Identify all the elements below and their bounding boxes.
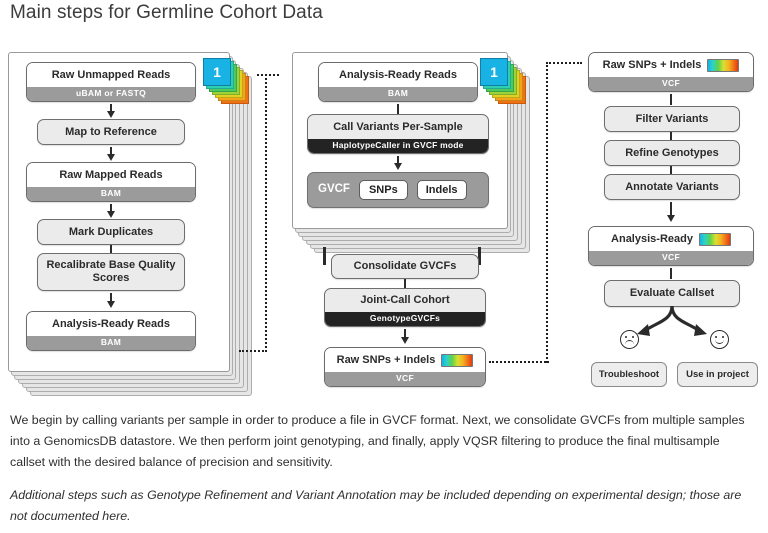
node-mark-duplicates[interactable]: Mark Duplicates [37, 219, 185, 245]
body-paragraph-1: We begin by calling variants per sample … [10, 413, 745, 469]
stub-c2-4 [404, 279, 407, 288]
node-tool-name: HaplotypeCaller in GVCF mode [308, 139, 488, 153]
dotted-connector-c2-vertical [546, 62, 548, 363]
node-format: VCF [589, 77, 753, 91]
node-title: Call Variants Per-Sample [333, 120, 463, 133]
node-filter-variants[interactable]: Filter Variants [604, 106, 740, 132]
arrow-c1-5 [110, 293, 113, 302]
dotted-connector-c1-top [257, 74, 279, 76]
bracket-right-consolidate [466, 247, 481, 265]
node-tool-name: GenotypeGVCFs [325, 312, 485, 326]
branch-arrows [637, 306, 707, 336]
node-title: Analysis-Ready Reads [319, 63, 477, 87]
variant-gradient-icon [441, 353, 474, 367]
node-joint-call-cohort[interactable]: Joint-Call Cohort GenotypeGVCFs [324, 288, 486, 327]
stub-c3-2 [670, 132, 673, 140]
node-evaluate-callset[interactable]: Evaluate Callset [604, 280, 740, 307]
dotted-connector-c2-top [546, 62, 582, 64]
stub-c3-5 [670, 268, 673, 279]
arrow-c3-4 [670, 202, 673, 216]
node-title: Analysis-Ready Reads [27, 312, 195, 336]
node-title-row: Analysis-Ready [589, 227, 753, 251]
node-title-row: Raw SNPs + Indels [589, 53, 753, 77]
node-title: Raw SNPs + Indels [336, 353, 436, 366]
bracket-left-consolidate [323, 247, 338, 265]
node-recalibrate-base-quality-scores[interactable]: Recalibrate Base Quality Scores [37, 253, 185, 291]
outcome-use-in-project[interactable]: Use in project [677, 362, 758, 387]
stub-c2-1 [397, 104, 400, 114]
stub-c1-4 [110, 245, 113, 253]
chip-indels[interactable]: Indels [416, 179, 467, 201]
variant-gradient-icon [707, 58, 740, 72]
column1-sample-badge-stack: 1 [203, 58, 257, 110]
node-gvcf-output[interactable]: GVCF SNPs Indels [307, 172, 489, 208]
node-title: Raw Unmapped Reads [27, 63, 195, 87]
sad-face-icon [620, 330, 639, 349]
chip-snps[interactable]: SNPs [358, 179, 408, 201]
node-map-to-reference[interactable]: Map to Reference [37, 119, 185, 145]
node-title: Joint-Call Cohort [360, 294, 450, 307]
node-raw-snps-indels-c3[interactable]: Raw SNPs + Indels VCF [588, 52, 754, 92]
column2-sample-badge-stack: 1 [480, 58, 534, 110]
node-raw-mapped-reads[interactable]: Raw Mapped Reads BAM [26, 162, 196, 202]
dotted-connector-c1-bottom [239, 350, 267, 352]
sample-number-badge: 1 [480, 58, 508, 86]
node-raw-snps-indels-c2[interactable]: Raw SNPs + Indels VCF [324, 347, 486, 387]
node-title-row: Raw SNPs + Indels [325, 348, 485, 372]
sample-number-badge: 1 [203, 58, 231, 86]
node-call-variants-per-sample[interactable]: Call Variants Per-Sample HaplotypeCaller… [307, 114, 489, 154]
arrow-c1-1 [110, 104, 113, 112]
dotted-connector-c2-bottom [489, 361, 549, 363]
node-title: Raw SNPs + Indels [602, 58, 702, 71]
node-refine-genotypes[interactable]: Refine Genotypes [604, 140, 740, 166]
happy-face-icon [710, 330, 729, 349]
node-format: BAM [27, 336, 195, 350]
gvcf-label: GVCF [318, 183, 350, 196]
node-analysis-ready-reads-c1[interactable]: Analysis-Ready Reads BAM [26, 311, 196, 351]
dotted-connector-c1-vertical [265, 74, 267, 352]
arrow-c1-3 [110, 204, 113, 212]
variant-gradient-icon [698, 232, 731, 246]
node-format: BAM [319, 87, 477, 101]
outcome-troubleshoot[interactable]: Troubleshoot [591, 362, 667, 387]
node-format: BAM [27, 187, 195, 201]
node-consolidate-gvcfs[interactable]: Consolidate GVCFs [331, 254, 479, 279]
arrow-c2-5 [404, 329, 407, 338]
node-title: Analysis-Ready [611, 232, 693, 245]
node-title: Raw Mapped Reads [27, 163, 195, 187]
node-format: uBAM or FASTQ [27, 87, 195, 101]
stub-c3-3 [670, 166, 673, 174]
node-raw-unmapped-reads[interactable]: Raw Unmapped Reads uBAM or FASTQ [26, 62, 196, 102]
node-annotate-variants[interactable]: Annotate Variants [604, 174, 740, 200]
arrow-c2-2 [397, 156, 400, 164]
stub-c3-1 [670, 94, 673, 105]
arrow-c1-2 [110, 147, 113, 155]
node-analysis-ready-vcf[interactable]: Analysis-Ready VCF [588, 226, 754, 266]
node-analysis-ready-reads-c2[interactable]: Analysis-Ready Reads BAM [318, 62, 478, 102]
body-paragraph-2: Additional steps such as Genotype Refine… [10, 488, 742, 523]
node-format: VCF [589, 251, 753, 265]
page-title: Main steps for Germline Cohort Data [10, 2, 323, 23]
node-format: VCF [325, 372, 485, 386]
